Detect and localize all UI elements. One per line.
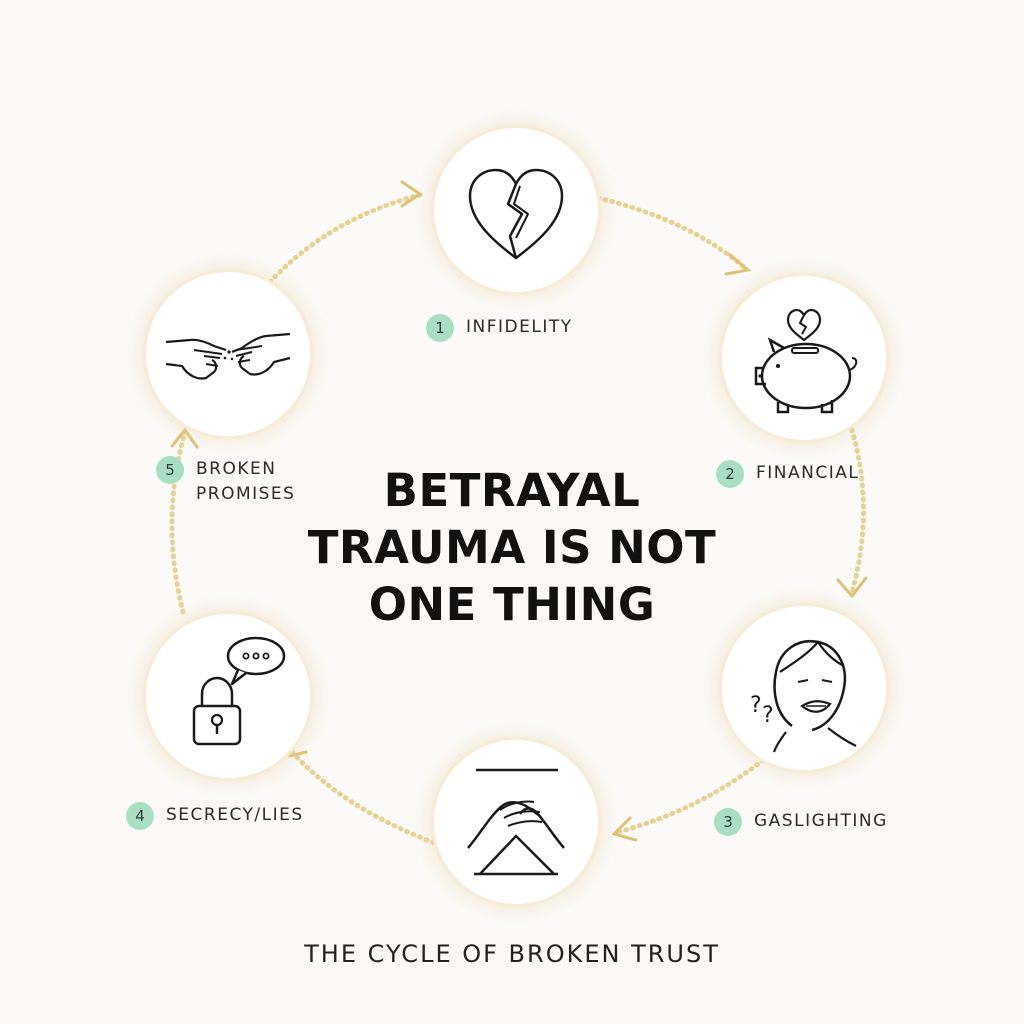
step-badge-4: 4 <box>126 802 154 830</box>
step-badge-2: 2 <box>716 460 744 488</box>
node-secrecy <box>146 614 310 778</box>
arrowhead-center <box>611 816 638 842</box>
step-text-3: GASLIGHTING <box>754 811 888 831</box>
arrow-2-to-3 <box>849 427 866 595</box>
padlock-speech-bubble-icon <box>192 636 286 746</box>
step-label-2: 2 FINANCIAL <box>716 460 859 488</box>
separating-hands-icon <box>165 332 291 380</box>
arrowhead-3 <box>836 576 868 599</box>
arrowhead-2 <box>724 253 752 276</box>
piggy-bank-broken-heart-icon <box>754 308 858 414</box>
diagram-title: BETRAYAL TRAUMA IS NOT ONE THING <box>307 464 717 631</box>
node-center-hands <box>434 740 598 904</box>
arrowhead-1 <box>400 180 423 208</box>
arrowhead-5 <box>170 427 199 449</box>
clasped-hands-icon <box>467 768 565 876</box>
step-label-4: 4 SECRECY/LIES <box>126 802 304 830</box>
arrow-center-to-4 <box>289 749 443 848</box>
arrow-1-to-2 <box>595 195 748 271</box>
confused-face-icon: ? ? <box>750 640 857 753</box>
step-badge-3: 3 <box>714 808 742 836</box>
arrow-5-to-1 <box>267 192 423 285</box>
step-label-1: 1 INFIDELITY <box>426 314 573 342</box>
step-text-5: BROKEN PROMISES <box>196 459 296 504</box>
broken-heart-icon <box>468 168 564 260</box>
arrow-4-to-5 <box>169 429 188 615</box>
step-text-4: SECRECY/LIES <box>166 805 304 825</box>
step-label-5: 5 BROKEN PROMISES <box>156 456 295 507</box>
svg-text:?: ? <box>750 693 762 718</box>
step-text-2: FINANCIAL <box>756 463 860 483</box>
svg-text:?: ? <box>762 703 774 728</box>
step-label-3: 3 GASLIGHTING <box>714 808 888 836</box>
node-gaslighting: ? ? <box>722 606 886 770</box>
diagram-caption: THE CYCLE OF BROKEN TRUST <box>304 940 720 968</box>
step-text-1: INFIDELITY <box>466 317 573 337</box>
node-financial <box>722 276 886 440</box>
arrow-3-to-center <box>615 757 766 835</box>
node-broken-promises <box>146 272 310 436</box>
step-badge-1: 1 <box>426 314 454 342</box>
step-badge-5: 5 <box>156 456 184 484</box>
node-infidelity <box>434 128 598 292</box>
